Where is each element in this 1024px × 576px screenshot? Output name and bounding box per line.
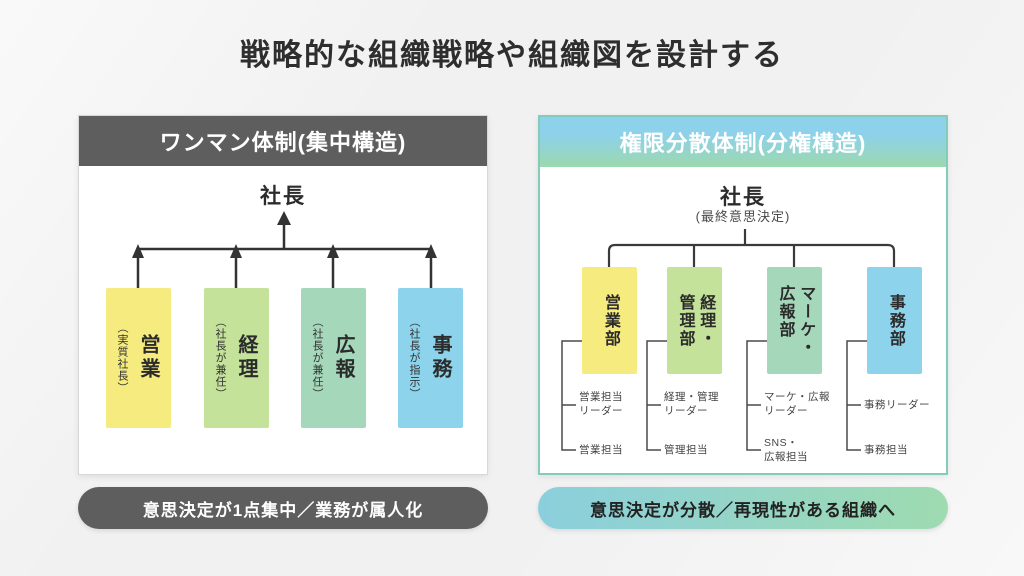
page-title: 戦略的な組織戦略や組織図を設計する [240,39,784,72]
rdept-box-accounting: 経理・ 管理部 [667,267,722,374]
member-accounting-staff: 管理担当 [664,444,708,456]
rdept-box-sales: 営業部 [582,267,637,374]
dept-note: （実質社長） [116,322,128,394]
left-president-label: 社長 [260,185,306,208]
rdept-label: マーケ・ 広報部 [776,284,815,357]
member-accounting-leader: 経理・管理 リーダー [664,391,719,417]
one-man-footer-badge: 意思決定が1点集中／業務が属人化 [78,487,488,529]
member-admin-leader: 事務リーダー [864,399,930,411]
dept-box-sales: 営業 （実質社長） [106,288,171,428]
rdept-label: 営業部 [601,293,619,348]
up-arrow-icons [132,211,437,258]
member-admin-staff: 事務担当 [864,444,908,456]
decentralized-panel-header: 権限分散体制(分権構造) [540,117,946,167]
decentralized-footer-badge: 意思決定が分散／再現性がある組織へ [538,487,948,529]
dept-label: 事務 [429,334,451,382]
dept-label: 営業 [137,334,159,382]
dept-box-accounting: 経理 （社長が兼任） [204,288,269,428]
rdept-label: 経理・ 管理部 [676,293,715,348]
member-bracket-lines [561,340,867,451]
dept-note: （社長が兼任） [214,316,226,400]
dept-label: 広報 [332,334,354,382]
member-marketing-leader: マーケ・広報 リーダー [764,391,830,417]
dept-label: 経理 [235,334,257,382]
member-sales-leader: 営業担当 リーダー [579,391,623,417]
rdept-box-marketing-pr: マーケ・ 広報部 [767,267,822,374]
decentralized-connector-tree [561,229,896,451]
dept-note: （社長が兼任） [311,316,323,400]
member-sales-staff: 営業担当 [579,444,623,456]
right-president-note: (最終意思決定) [695,209,791,224]
dept-box-admin: 事務 （社長が指示） [398,288,463,428]
rdept-box-admin: 事務部 [867,267,922,374]
dept-note: （社長が指示） [408,316,420,400]
rdept-label: 事務部 [886,293,904,348]
connector-lines [136,223,433,288]
dept-box-pr: 広報 （社長が兼任） [301,288,366,428]
member-marketing-staff: SNS・ 広報担当 [764,437,808,463]
one-man-connector-arrows [132,211,437,288]
panel-one-man: ワンマン体制(集中構造) 社長 営業 （実質社長） [78,115,488,475]
one-man-panel-header: ワンマン体制(集中構造) [79,116,487,166]
right-president-label: 社長 [720,186,766,209]
tree-lines [607,229,896,267]
panel-decentralized: 権限分散体制(分権構造) 社長 (最終意思決定) 営業部 経理・ 管理部 [538,115,948,475]
